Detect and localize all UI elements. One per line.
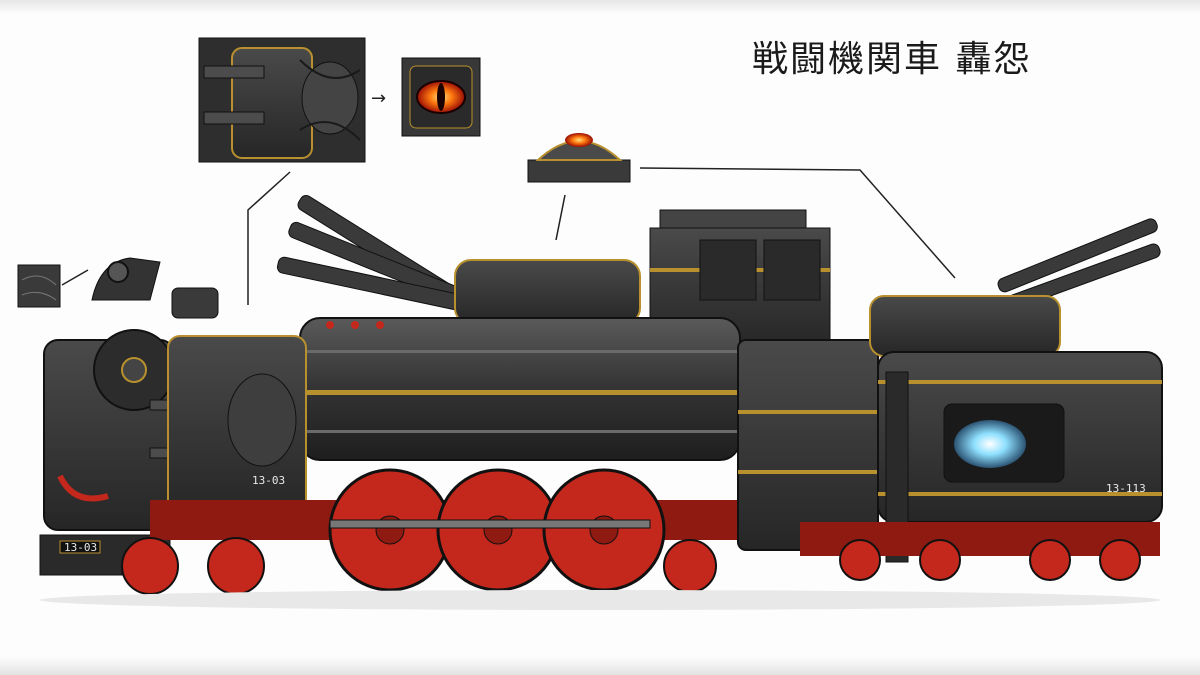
eye-detail-inset (401, 57, 481, 137)
front-plate: 13-03 (252, 474, 285, 487)
tender-plate: 13-113 (1106, 482, 1146, 495)
ground-shadow (40, 590, 1160, 610)
bottom-edge-shadow (0, 657, 1200, 675)
dome-detail-inset (527, 133, 631, 183)
coupler-arrow-line (61, 269, 89, 286)
cab-tower (649, 209, 831, 349)
main-cannon-battery (276, 194, 641, 325)
nose-plate: 13-03 (64, 541, 97, 554)
front-smokebox: 13-03 (39, 329, 175, 576)
mid-armor-block (737, 339, 879, 551)
coupler-detail-inset (17, 257, 161, 308)
driving-wheels (121, 468, 750, 595)
callout-lines (247, 167, 956, 305)
tender: 13-113 (800, 218, 1163, 581)
energy-core-glow (954, 420, 1026, 468)
front-armor-shield: 13-03 (149, 335, 307, 517)
top-edge-shadow (0, 0, 1200, 14)
turret-detail-inset (198, 37, 366, 163)
inset-arrow-icon: → (371, 88, 386, 109)
artwork-title: 戦闘機関車 轟怨 (752, 39, 1032, 80)
